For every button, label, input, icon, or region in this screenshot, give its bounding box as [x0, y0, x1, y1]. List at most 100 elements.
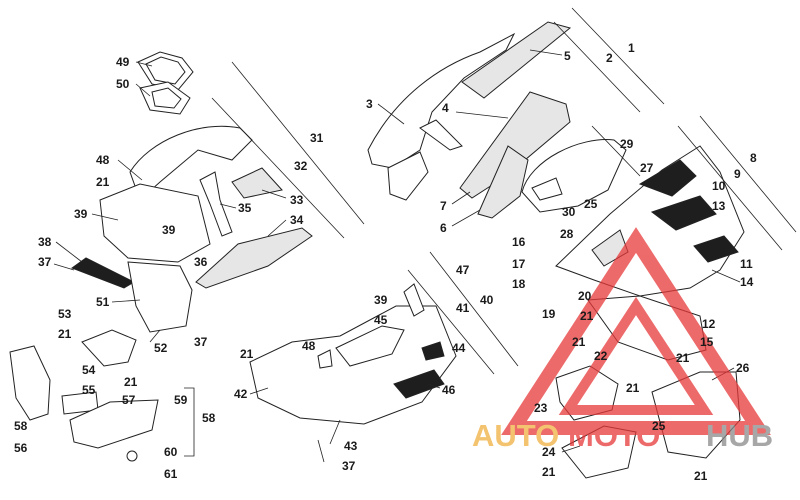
part-49-gasket-inner — [145, 56, 186, 85]
part-33-foam — [231, 167, 283, 199]
callout-12: 12 — [702, 317, 716, 331]
leader-4 — [455, 111, 509, 119]
part-35-bracket — [199, 171, 233, 237]
callout-57: 57 — [122, 393, 136, 407]
bracket-2 — [553, 21, 641, 113]
part-57-cover — [69, 399, 159, 449]
callout-8: 8 — [750, 151, 757, 165]
callout-36: 36 — [194, 255, 208, 269]
leader-14 — [711, 269, 741, 283]
leader-37a — [53, 263, 75, 271]
leader-lines — [53, 49, 741, 463]
callout-42: 42 — [234, 387, 248, 401]
callout-46: 46 — [442, 383, 456, 397]
part-29-cover — [521, 139, 627, 213]
callout-37-b: 37 — [194, 335, 208, 349]
callout-2: 2 — [606, 51, 613, 65]
leader-5 — [529, 49, 563, 56]
callout-51: 51 — [96, 295, 110, 309]
part-46-decal — [393, 369, 445, 399]
part-51-panel — [127, 261, 193, 333]
callout-7: 7 — [440, 199, 447, 213]
callout-37-a: 37 — [38, 255, 52, 269]
callout-19: 19 — [542, 307, 556, 321]
callout-21-e: 21 — [580, 309, 594, 323]
callout-31: 31 — [310, 131, 324, 145]
leader-49 — [135, 61, 153, 67]
callout-1: 1 — [628, 41, 635, 55]
part-10-decal — [638, 159, 697, 197]
watermark: AUTO MOTO HUB — [472, 227, 773, 453]
callout-33: 33 — [290, 193, 304, 207]
watermark-text-auto: AUTO — [472, 418, 559, 453]
part-32-cowl — [129, 125, 253, 201]
callout-6: 6 — [440, 221, 447, 235]
callout-16: 16 — [512, 235, 526, 249]
callout-53: 53 — [58, 307, 72, 321]
callout-20: 20 — [578, 289, 592, 303]
part-53-trim — [81, 329, 137, 367]
callout-21-i: 21 — [694, 469, 708, 483]
part-13-decal — [650, 195, 717, 231]
callout-23: 23 — [534, 401, 548, 415]
leader-3 — [377, 103, 405, 125]
part-3-hood-lower — [387, 151, 429, 201]
callout-47: 47 — [456, 263, 470, 277]
leader-46 — [427, 383, 441, 389]
bracket-8 — [699, 115, 797, 233]
part-39-frame — [99, 183, 211, 263]
leader-51 — [111, 299, 141, 303]
callout-10: 10 — [712, 179, 726, 193]
callout-37-c: 37 — [342, 459, 356, 473]
leader-42 — [249, 387, 269, 395]
bracket-40 — [429, 251, 519, 367]
callout-21-d: 21 — [240, 347, 254, 361]
callout-15: 15 — [700, 335, 714, 349]
callout-43: 43 — [344, 439, 358, 453]
callout-13: 13 — [712, 199, 726, 213]
callout-61: 61 — [164, 467, 178, 481]
callout-3: 3 — [366, 97, 373, 111]
bracket-31 — [231, 61, 365, 225]
callout-14: 14 — [740, 275, 754, 289]
callout-11: 11 — [740, 257, 753, 271]
watermark-text-hub: HUB — [706, 418, 773, 453]
callout-21-h: 21 — [542, 465, 556, 479]
callout-44: 44 — [452, 341, 466, 355]
callout-27: 27 — [640, 161, 654, 175]
callout-50: 50 — [116, 77, 130, 91]
part-3-hood — [367, 32, 516, 169]
part-58-side-panel — [9, 345, 51, 421]
part-45-cover — [335, 325, 405, 367]
leader-38 — [55, 241, 83, 263]
callout-17: 17 — [512, 257, 526, 271]
callout-40: 40 — [480, 293, 494, 307]
callout-48-b: 48 — [302, 339, 316, 353]
callout-39-b: 39 — [162, 223, 176, 237]
part-30-grill — [531, 177, 563, 201]
callout-38: 38 — [38, 235, 52, 249]
bracket-58 — [184, 387, 195, 457]
callout-29: 29 — [620, 137, 634, 151]
part-50-seal-inner — [151, 87, 182, 109]
callout-58-b: 58 — [202, 411, 216, 425]
leader-50 — [135, 83, 151, 97]
part-5-foam — [461, 21, 572, 99]
callout-59: 59 — [174, 393, 188, 407]
bracket-29 — [591, 125, 641, 177]
leader-34 — [267, 219, 287, 237]
leader-35 — [219, 203, 237, 209]
leader-33 — [261, 189, 287, 199]
callout-25-b: 25 — [652, 419, 666, 433]
callout-9: 9 — [734, 167, 741, 181]
leader-37c — [317, 439, 325, 463]
callout-18: 18 — [512, 277, 526, 291]
callout-58-a: 58 — [14, 419, 28, 433]
watermark-triangle-outer — [501, 227, 771, 435]
part-34-foam — [195, 227, 313, 289]
callout-26: 26 — [736, 361, 750, 375]
callout-21-g: 21 — [676, 351, 690, 365]
part-47-bracket — [403, 283, 425, 317]
bracket-9 — [677, 125, 783, 251]
